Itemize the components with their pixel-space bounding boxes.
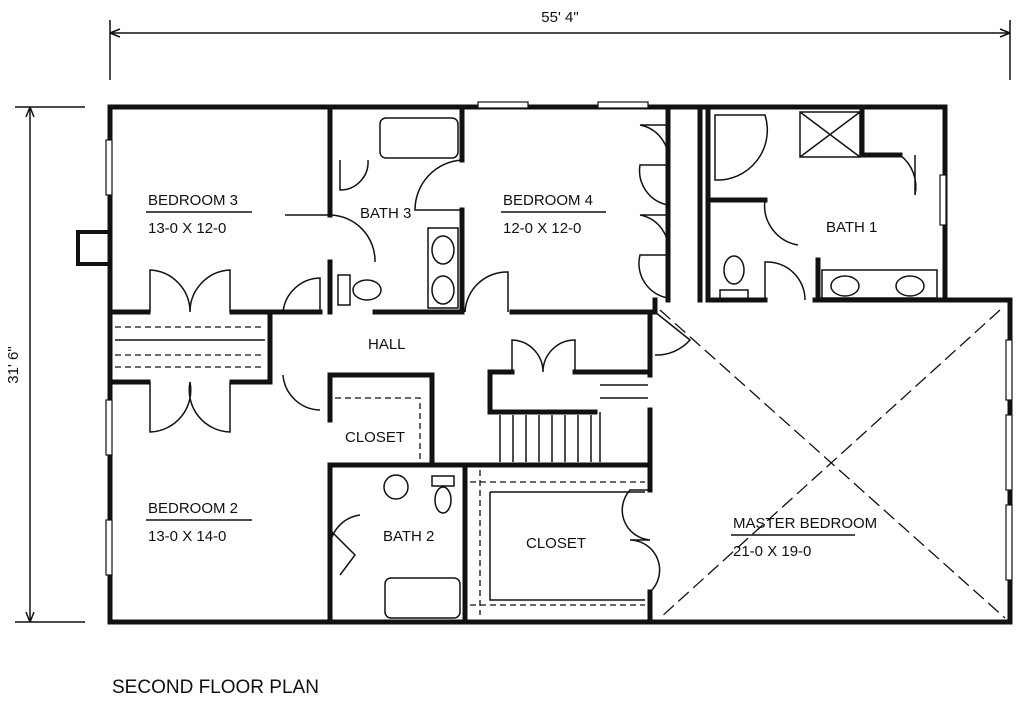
walkin-closet-rod <box>489 491 645 601</box>
fixtures <box>337 111 938 619</box>
plan-title: SECOND FLOOR PLAN <box>112 677 319 698</box>
stairs <box>499 384 648 462</box>
room-size: 13-0 X 14-0 <box>148 528 226 545</box>
room-size: 21-0 X 19-0 <box>733 543 811 560</box>
room-bath-2: BATH 2 <box>383 528 434 545</box>
interior-walls <box>107 104 948 625</box>
room-size: 12-0 X 12-0 <box>503 220 581 237</box>
room-bedroom-2: BEDROOM 2 13-0 X 14-0 <box>146 500 252 545</box>
room-closet: CLOSET <box>345 429 405 446</box>
linen-closets <box>115 326 265 368</box>
tray-ceiling-lines <box>659 309 1006 619</box>
walkin-closet-shelf <box>470 470 645 615</box>
chimney <box>76 230 112 266</box>
room-master-bedroom: MASTER BEDROOM 21-0 X 19-0 <box>731 515 877 560</box>
room-bath-3: BATH 3 <box>360 205 411 222</box>
room-name: BEDROOM 3 <box>148 192 238 209</box>
room-bedroom-4: BEDROOM 4 12-0 X 12-0 <box>501 192 606 237</box>
room-name: BEDROOM 2 <box>148 500 238 517</box>
doors <box>149 124 917 593</box>
depth-dimension: 31' 6" <box>5 106 85 623</box>
room-walkin-closet: CLOSET <box>526 535 586 552</box>
width-dimension: 55' 4" <box>109 9 1011 80</box>
room-name: MASTER BEDROOM <box>733 515 877 532</box>
room-bath-1: BATH 1 <box>826 219 877 236</box>
width-dimension-label: 55' 4" <box>541 9 578 26</box>
room-name: BEDROOM 4 <box>503 192 593 209</box>
room-size: 13-0 X 12-0 <box>148 220 226 237</box>
room-bedroom-3: BEDROOM 3 13-0 X 12-0 <box>146 192 252 237</box>
depth-dimension-label: 31' 6" <box>5 346 22 383</box>
room-hall: HALL <box>368 336 406 353</box>
exterior-walls <box>105 101 1013 625</box>
closet-shelf <box>335 397 421 460</box>
